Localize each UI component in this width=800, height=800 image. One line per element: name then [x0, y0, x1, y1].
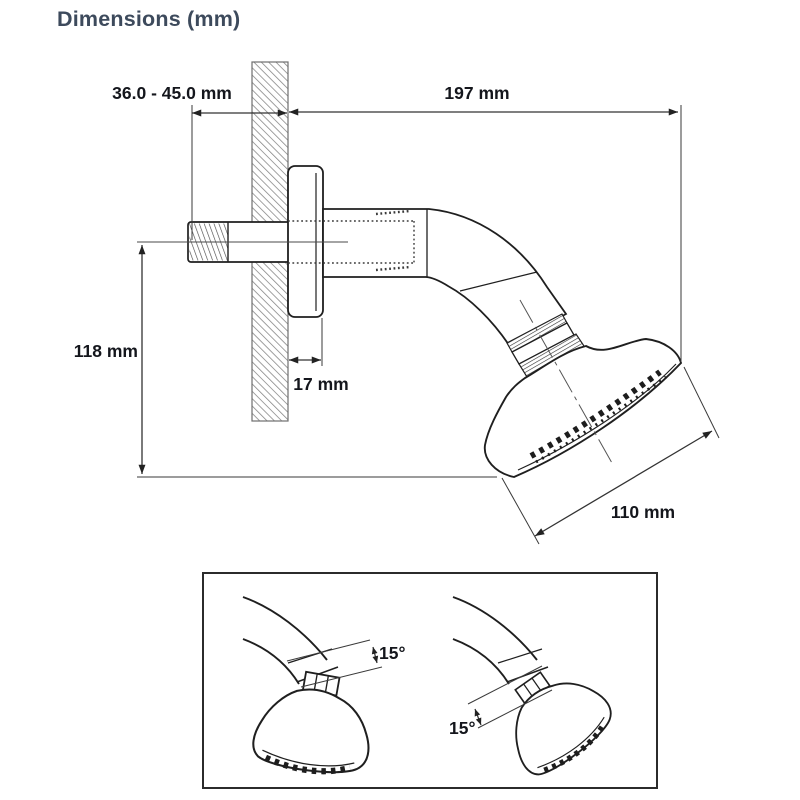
dim-escutcheon-depth: 17 mm	[288, 318, 349, 394]
dim-label-reach: 197 mm	[444, 83, 509, 103]
dim-label-wall-range: 36.0 - 45.0 mm	[112, 83, 232, 103]
angle-label-right: 15°	[449, 718, 475, 738]
dim-label-escutcheon-depth: 17 mm	[293, 374, 348, 394]
page-title: Dimensions (mm)	[57, 7, 240, 31]
extension-line	[501, 477, 540, 545]
inset-left-figure: 15°	[242, 596, 405, 781]
angle-label-left: 15°	[379, 643, 405, 663]
arm-joint-seam	[459, 271, 538, 292]
hidden-pipe-outline	[288, 209, 415, 272]
dim-label-face-diameter: 110 mm	[611, 502, 675, 522]
dim-reach: 197 mm	[288, 83, 682, 362]
angle-wedge-right: 15°	[449, 665, 553, 738]
thread-engagement-marks-bottom	[375, 265, 411, 272]
dim-face-diameter: 110 mm	[501, 366, 720, 545]
shower-arm	[322, 208, 568, 347]
extension-line	[683, 366, 720, 439]
dim-drop-height: 118 mm	[74, 244, 497, 478]
thread-engagement-marks-top	[375, 209, 411, 216]
inset-right-figure: 15°	[449, 596, 621, 782]
dim-label-drop-height: 118 mm	[74, 341, 138, 361]
head-centerline	[519, 299, 613, 464]
angle-wedge-left: 15°	[286, 639, 405, 688]
dim-wall-range: 36.0 - 45.0 mm	[112, 83, 288, 240]
